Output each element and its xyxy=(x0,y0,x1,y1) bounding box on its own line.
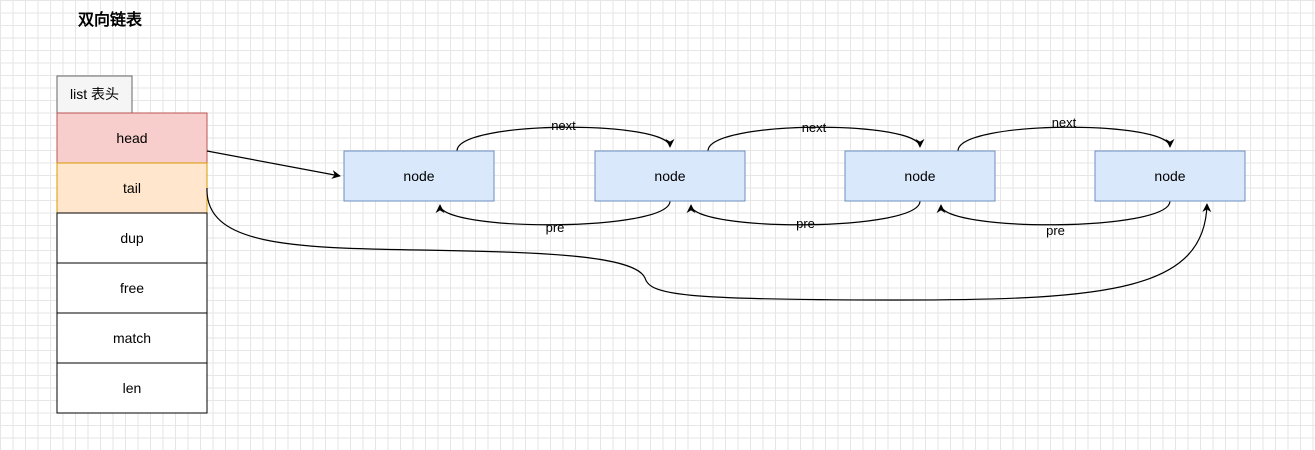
node-box xyxy=(343,150,495,202)
node-box xyxy=(594,150,746,202)
node-box xyxy=(844,150,996,202)
list-header-label: list 表头 xyxy=(70,86,119,102)
field-len: len xyxy=(56,362,208,414)
node-1: node xyxy=(343,150,495,202)
field-label: head xyxy=(116,130,147,146)
node-4: node xyxy=(1094,150,1246,202)
edges xyxy=(206,150,1212,301)
node-3: node xyxy=(844,150,996,202)
field-label: tail xyxy=(123,180,141,196)
field-box xyxy=(56,312,208,364)
next-arrow xyxy=(456,126,675,152)
pre-arrow xyxy=(936,200,1171,226)
field-match: match xyxy=(56,312,208,364)
nodes: node node node node xyxy=(343,150,1246,202)
pre-arrow xyxy=(686,200,921,226)
field-head: head xyxy=(56,112,208,164)
field-label: free xyxy=(120,280,144,296)
field-tail: tail xyxy=(56,162,208,214)
field-box xyxy=(56,212,208,264)
pre-arrow xyxy=(435,200,671,226)
next-label: next xyxy=(1052,115,1077,130)
next-label: next xyxy=(551,118,576,133)
node-label: node xyxy=(1154,168,1185,184)
next-arrow xyxy=(707,126,925,152)
field-box xyxy=(56,112,208,164)
field-box xyxy=(56,262,208,314)
field-box xyxy=(56,362,208,414)
field-box xyxy=(56,162,208,214)
pre-label: pre xyxy=(546,220,565,235)
field-label: match xyxy=(113,330,151,346)
next-arrow xyxy=(957,126,1175,152)
list-header: list 表头 xyxy=(56,75,133,114)
node-2: node xyxy=(594,150,746,202)
field-dup: dup xyxy=(56,212,208,264)
next-label: next xyxy=(802,120,827,135)
node-label: node xyxy=(904,168,935,184)
pre-label: pre xyxy=(1046,223,1065,238)
node-box xyxy=(1094,150,1246,202)
field-label: len xyxy=(123,380,142,396)
head-pointer-arrow xyxy=(206,150,341,179)
next-edges: next next next xyxy=(456,115,1175,152)
pre-label: pre xyxy=(796,216,815,231)
node-label: node xyxy=(654,168,685,184)
diagram-title: 双向链表 xyxy=(78,10,143,29)
tail-pointer-arrow xyxy=(206,187,1212,301)
field-label: dup xyxy=(120,230,144,246)
node-label: node xyxy=(403,168,434,184)
field-free: free xyxy=(56,262,208,314)
list-struct-fields: head tail dup free match len xyxy=(56,112,208,414)
pre-edges: pre pre pre xyxy=(435,200,1171,238)
